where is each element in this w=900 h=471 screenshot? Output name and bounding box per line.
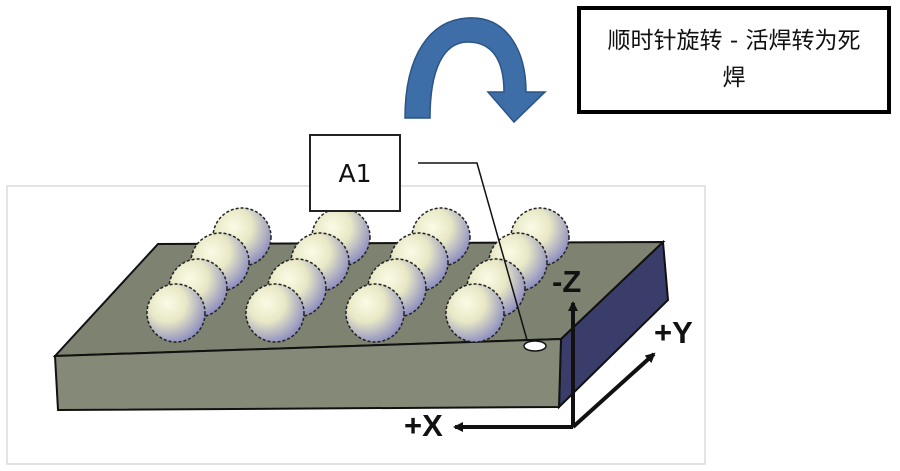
board-front-face <box>53 337 563 412</box>
solder-ball-array <box>146 207 570 343</box>
a1-callout-box: A1 <box>309 134 401 212</box>
a1-leader-line <box>418 162 528 341</box>
z-axis-label: -Z <box>552 264 582 299</box>
solder-ball <box>245 283 305 343</box>
coordinate-axes <box>453 301 656 432</box>
solder-ball-row-4 <box>146 283 505 343</box>
a1-callout-label: A1 <box>338 158 372 188</box>
solder-ball <box>345 283 405 343</box>
solder-ball <box>146 283 206 343</box>
y-axis-arrow <box>571 352 656 429</box>
y-axis-label: +Y <box>654 315 693 350</box>
rotation-note-text: 顺时针旋转 - 活焊转为死焊 <box>607 28 861 91</box>
clockwise-rotation-arrow-icon <box>404 17 547 124</box>
solder-ball <box>445 283 505 343</box>
rotation-note-box: 顺时针旋转 - 活焊转为死焊 <box>577 6 891 114</box>
solder-ball-row-2 <box>190 232 548 292</box>
x-axis-label: +X <box>404 408 443 443</box>
pin-a1-marker <box>523 340 547 352</box>
